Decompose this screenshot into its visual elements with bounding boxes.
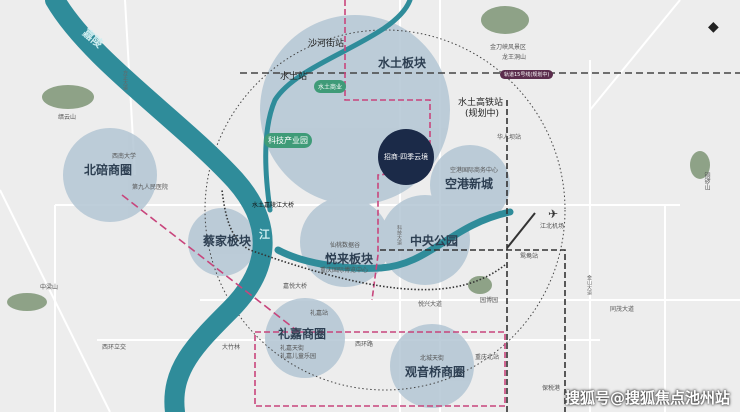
label-huaren-station: 华人坝站 — [497, 134, 522, 141]
north-arrow-icon: ◆ — [708, 19, 719, 35]
label-yuelai-data: 仙桃数据谷 — [330, 242, 361, 249]
label-yuanyang-station: 鸳鸯站 — [520, 253, 539, 260]
road-jinshan: 金山大道 — [586, 275, 592, 295]
label-konggang-center: 空港国际商务中心 — [450, 167, 499, 174]
tech-park-pill: 科技产业园 — [264, 133, 312, 148]
label-hsr-station: 水土高铁站 — [458, 98, 504, 108]
label-lijia-park: 礼嘉儿童乐园 — [280, 353, 317, 360]
label-lijia-mall: 礼嘉天街 — [280, 345, 305, 352]
label-hospital9: 第九人民医院 — [132, 184, 169, 191]
label-yuanbo: 园博园 — [480, 297, 499, 304]
label-xihuan: 西环立交 — [102, 344, 127, 351]
label-jiayue-bridge: 嘉悦大桥 — [283, 283, 308, 290]
watermark: 搜狐号@搜狐焦点池州站 — [564, 389, 730, 407]
district-zhongyang: 中央公园 — [410, 234, 459, 248]
label-swu: 西南大学 — [112, 153, 137, 160]
district-beibei: 北碚商圈 — [84, 163, 133, 177]
project-marker[interactable]: 招商·四季云境 — [378, 129, 434, 185]
label-hsr-note: (规划中) — [465, 109, 500, 119]
road-tongmao: 同茂大道 — [610, 306, 635, 313]
label-baoshui: 保税港 — [542, 385, 561, 392]
label-yuelai-expo: 重庆国际博览中心 — [320, 267, 369, 274]
district-yuelai: 悦来板块 — [325, 252, 374, 266]
radius-ring — [204, 29, 566, 391]
district-caijia: 蔡家板块 — [203, 234, 252, 248]
label-beicheng: 北城天街 — [420, 355, 445, 362]
label-jinyun: 缙云山 — [58, 114, 77, 121]
label-cq-north: 重庆北站 — [475, 354, 500, 361]
mountains — [7, 6, 710, 311]
shuitu-biz-pill: 水土商业 — [314, 80, 347, 93]
road-fangzheng: 方正大道 — [122, 70, 128, 90]
road-keji: 科技大道 — [396, 225, 402, 245]
label-airport: 江北机场 — [540, 223, 565, 230]
label-longwang: 龙王洞山 — [502, 54, 527, 61]
label-lijia-station: 礼嘉站 — [310, 310, 329, 317]
label-dazhulin: 大竹林 — [222, 344, 241, 351]
label-shahe-station: 沙河街站 — [308, 39, 345, 49]
project-logo: 招商·四季云境 — [383, 153, 429, 161]
label-shuitu-bridge: 水土嘉陵江大桥 — [252, 202, 295, 209]
label-shuitu-station: 水土站 — [280, 72, 308, 82]
rivers — [45, 0, 514, 412]
district-shuitu: 水土板块 — [378, 56, 427, 70]
metro-line15-pill: 轨道15号线(规划中) — [500, 70, 554, 79]
label-zhongliang: 中梁山 — [40, 284, 59, 291]
label-river: 江 — [259, 228, 270, 241]
district-konggang: 空港新城 — [445, 177, 494, 191]
district-lijia: 礼嘉商圈 — [278, 327, 327, 341]
label-jindaoxia: 金刀峡风景区 — [490, 44, 527, 51]
road-xihuan: 西环路 — [355, 341, 374, 348]
airplane-icon: ✈ — [548, 207, 559, 221]
road-yuexing: 悦兴大道 — [418, 301, 443, 308]
label-tongluo: 铜锣山 — [703, 172, 710, 190]
district-guanyinqiao: 观音桥商圈 — [405, 365, 466, 379]
